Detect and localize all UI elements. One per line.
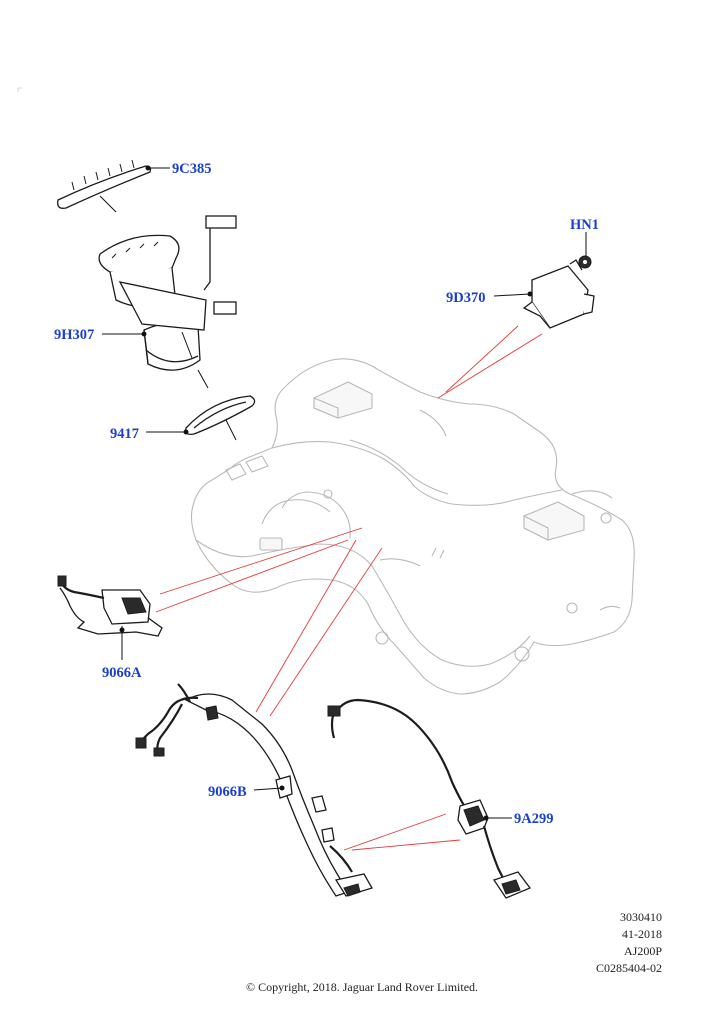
part-9066A-bracket-module[interactable]	[57, 575, 163, 660]
reference-line-4: C0285404-02	[596, 961, 662, 975]
label-9H307[interactable]: 9H307	[54, 327, 94, 343]
copyright-notice: © Copyright, 2018. Jaguar Land Rover Lim…	[245, 980, 479, 994]
reference-block: 3030410 41-2018 AJ200P C0285404-02	[596, 909, 662, 977]
label-9C385[interactable]: 9C385	[172, 161, 211, 177]
part-9A299-harness[interactable]	[327, 698, 532, 899]
part-HN1-nut[interactable]	[578, 255, 592, 269]
corner-mark	[17, 87, 22, 92]
label-leaders	[102, 165, 587, 821]
label-9066A[interactable]: 9066A	[102, 665, 142, 681]
reference-line-2: 41-2018	[622, 927, 662, 941]
reference-line-3: AJ200P	[623, 944, 662, 958]
callout-lines	[155, 325, 543, 851]
reference-line-1: 3030410	[620, 910, 662, 924]
label-9A299[interactable]: 9A299	[514, 811, 553, 827]
part-9C385-locking-ring[interactable]	[57, 159, 152, 213]
label-9066B[interactable]: 9066B	[208, 784, 247, 800]
label-9D370[interactable]: 9D370	[446, 290, 485, 306]
part-9D370-control-module[interactable]	[522, 259, 595, 329]
part-9417-seal[interactable]	[185, 395, 256, 441]
part-9066B-harness[interactable]	[135, 683, 373, 897]
label-9417[interactable]: 9417	[110, 426, 139, 442]
label-HN1[interactable]: HN1	[570, 217, 599, 233]
fuel-tank-outline	[190, 358, 635, 695]
part-9H307-fuel-pump[interactable]	[98, 215, 237, 389]
